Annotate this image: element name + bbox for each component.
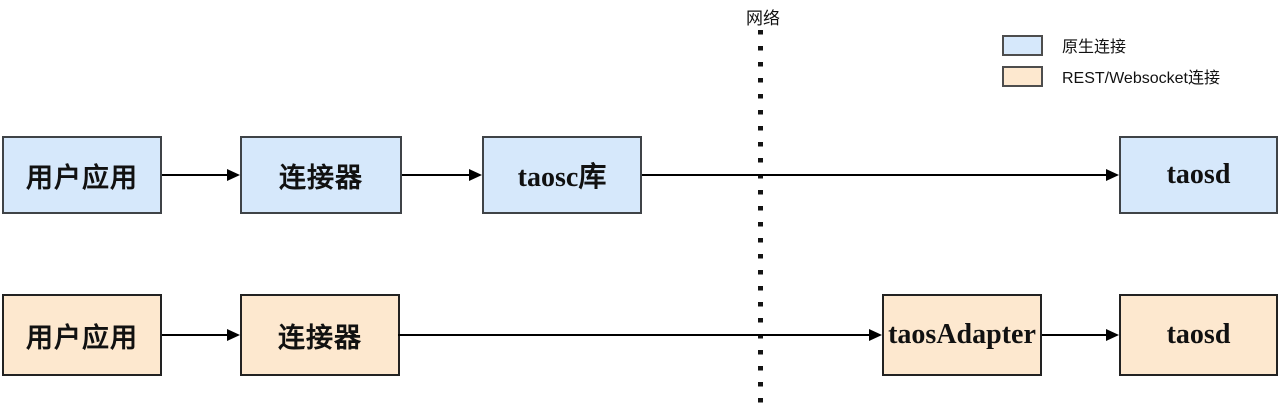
legend-swatch-rest-websocket <box>1002 65 1043 87</box>
arrow-native-taosc-to-taosd <box>642 174 1117 176</box>
node-rest-taosd: taosd <box>1119 294 1278 376</box>
legend-item-native: 原生连接 <box>1002 33 1126 57</box>
node-native-taosd: taosd <box>1119 136 1278 214</box>
node-native-connector: 连接器 <box>240 136 402 214</box>
node-rest-taosadapter: taosAdapter <box>882 294 1042 376</box>
node-native-taosc-lib: taosc库 <box>482 136 642 214</box>
node-rest-connector: 连接器 <box>240 294 400 376</box>
node-rest-user-app: 用户应用 <box>2 294 162 376</box>
arrow-native-connector-to-taosc <box>402 174 480 176</box>
legend-item-rest-websocket: REST/Websocket连接 <box>1002 64 1220 88</box>
network-divider-dotted-line <box>758 30 763 409</box>
legend-label-rest-websocket: REST/Websocket连接 <box>1062 70 1220 87</box>
arrow-native-app-to-connector <box>162 174 238 176</box>
arrow-rest-taosadapter-to-taosd <box>1042 334 1117 336</box>
legend-label-native: 原生连接 <box>1062 39 1127 56</box>
legend-swatch-native <box>1002 34 1043 56</box>
arrow-rest-connector-to-taosadapter <box>398 334 880 336</box>
network-divider-label: 网络 <box>746 9 780 28</box>
arrow-rest-app-to-connector <box>162 334 238 336</box>
node-native-user-app: 用户应用 <box>2 136 162 214</box>
